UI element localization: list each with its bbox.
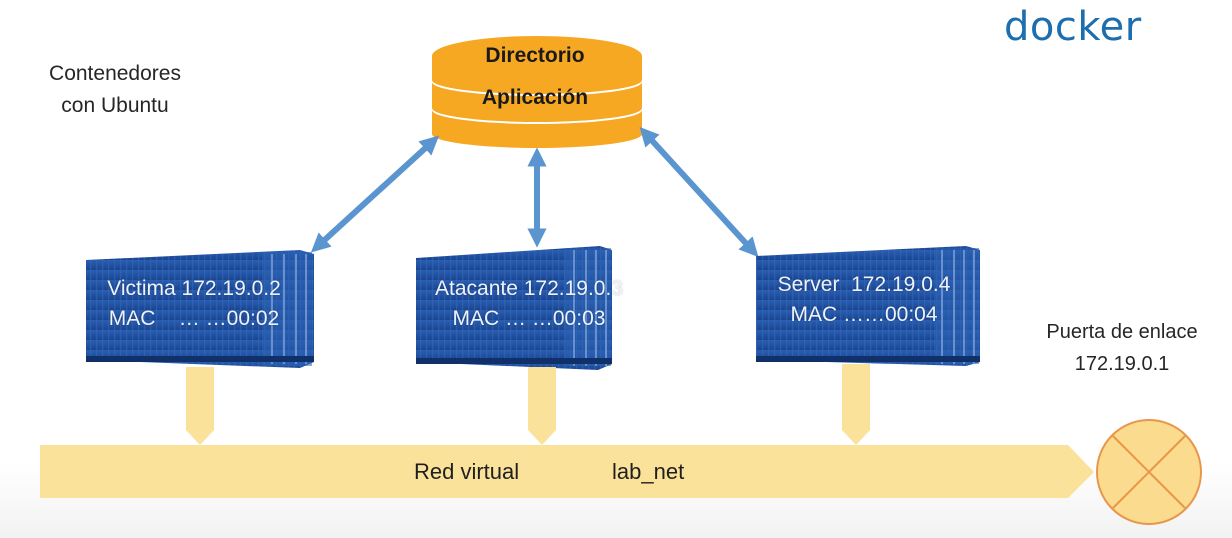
containers-title-line2: con Ubuntu bbox=[61, 94, 169, 117]
container-server-icon bbox=[756, 246, 980, 366]
gateway-router-icon bbox=[1096, 419, 1202, 525]
container-victima-icon bbox=[86, 250, 314, 368]
container-atacante-line2: MAC … …00:03 bbox=[452, 307, 606, 330]
containers-title: Contenedores con Ubuntu bbox=[30, 58, 200, 122]
container-victima-line1: Victima 172.19.0.2 bbox=[107, 277, 281, 300]
containers-title-line1: Contenedores bbox=[49, 62, 181, 85]
arrow-db-victima bbox=[310, 135, 440, 253]
container-server-label: Server 172.19.0.4 MAC ……00:04 bbox=[756, 270, 972, 330]
database-cylinder-icon bbox=[432, 36, 642, 148]
connector-atacante bbox=[528, 367, 556, 445]
network-name: lab_net bbox=[612, 459, 685, 484]
gateway-title: Puerta de enlace bbox=[1046, 321, 1198, 343]
container-atacante-label: Atacante 172.19.0.3 MAC … …00:03 bbox=[416, 274, 642, 334]
gateway-label: Puerta de enlace 172.19.0.1 bbox=[1030, 316, 1214, 380]
container-server-line2: MAC ……00:04 bbox=[790, 303, 938, 326]
container-victima-line2: MAC … …00:02 bbox=[108, 307, 280, 330]
docker-logo: docker bbox=[1004, 4, 1142, 50]
arrow-db-server bbox=[639, 126, 759, 258]
network-label: Red virtual bbox=[414, 459, 520, 484]
container-atacante-icon bbox=[416, 246, 612, 370]
virtual-network-bar bbox=[40, 445, 1094, 498]
database-label-line1: Directorio bbox=[485, 44, 585, 67]
container-atacante-line1: Atacante 172.19.0.3 bbox=[435, 277, 623, 300]
container-victima-label: Victima 172.19.0.2 MAC … …00:02 bbox=[86, 274, 302, 334]
connector-victima bbox=[186, 367, 214, 445]
container-server-line1: Server 172.19.0.4 bbox=[777, 273, 951, 296]
gateway-ip: 172.19.0.1 bbox=[1074, 353, 1170, 375]
connector-server bbox=[842, 364, 870, 445]
database-label-line2: Aplicación bbox=[481, 86, 589, 109]
